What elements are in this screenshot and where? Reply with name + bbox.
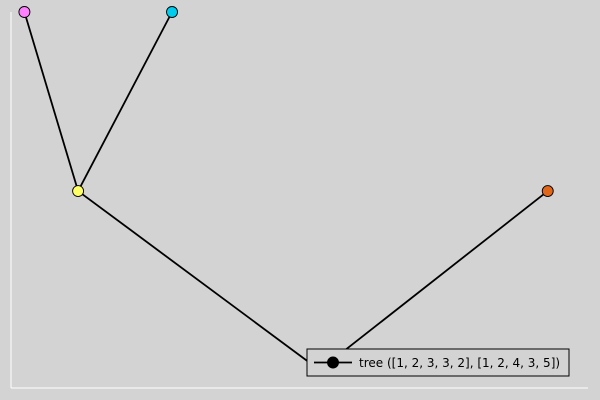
tree-node xyxy=(72,185,85,197)
tree-node xyxy=(18,6,31,18)
legend: tree ([1, 2, 3, 3, 2], [1, 2, 4, 3, 5]) xyxy=(306,348,570,377)
tree-node xyxy=(166,6,178,18)
tree-edge xyxy=(77,190,321,371)
tree-nodes xyxy=(18,6,554,377)
tree-edges xyxy=(23,11,549,371)
legend-marker xyxy=(327,356,339,369)
legend-label: tree ([1, 2, 3, 3, 2], [1, 2, 4, 3, 5]) xyxy=(359,356,560,370)
tree-node xyxy=(541,185,554,197)
tree-edge xyxy=(77,11,173,192)
tree-edge xyxy=(23,11,79,192)
tree-edge xyxy=(319,190,549,371)
